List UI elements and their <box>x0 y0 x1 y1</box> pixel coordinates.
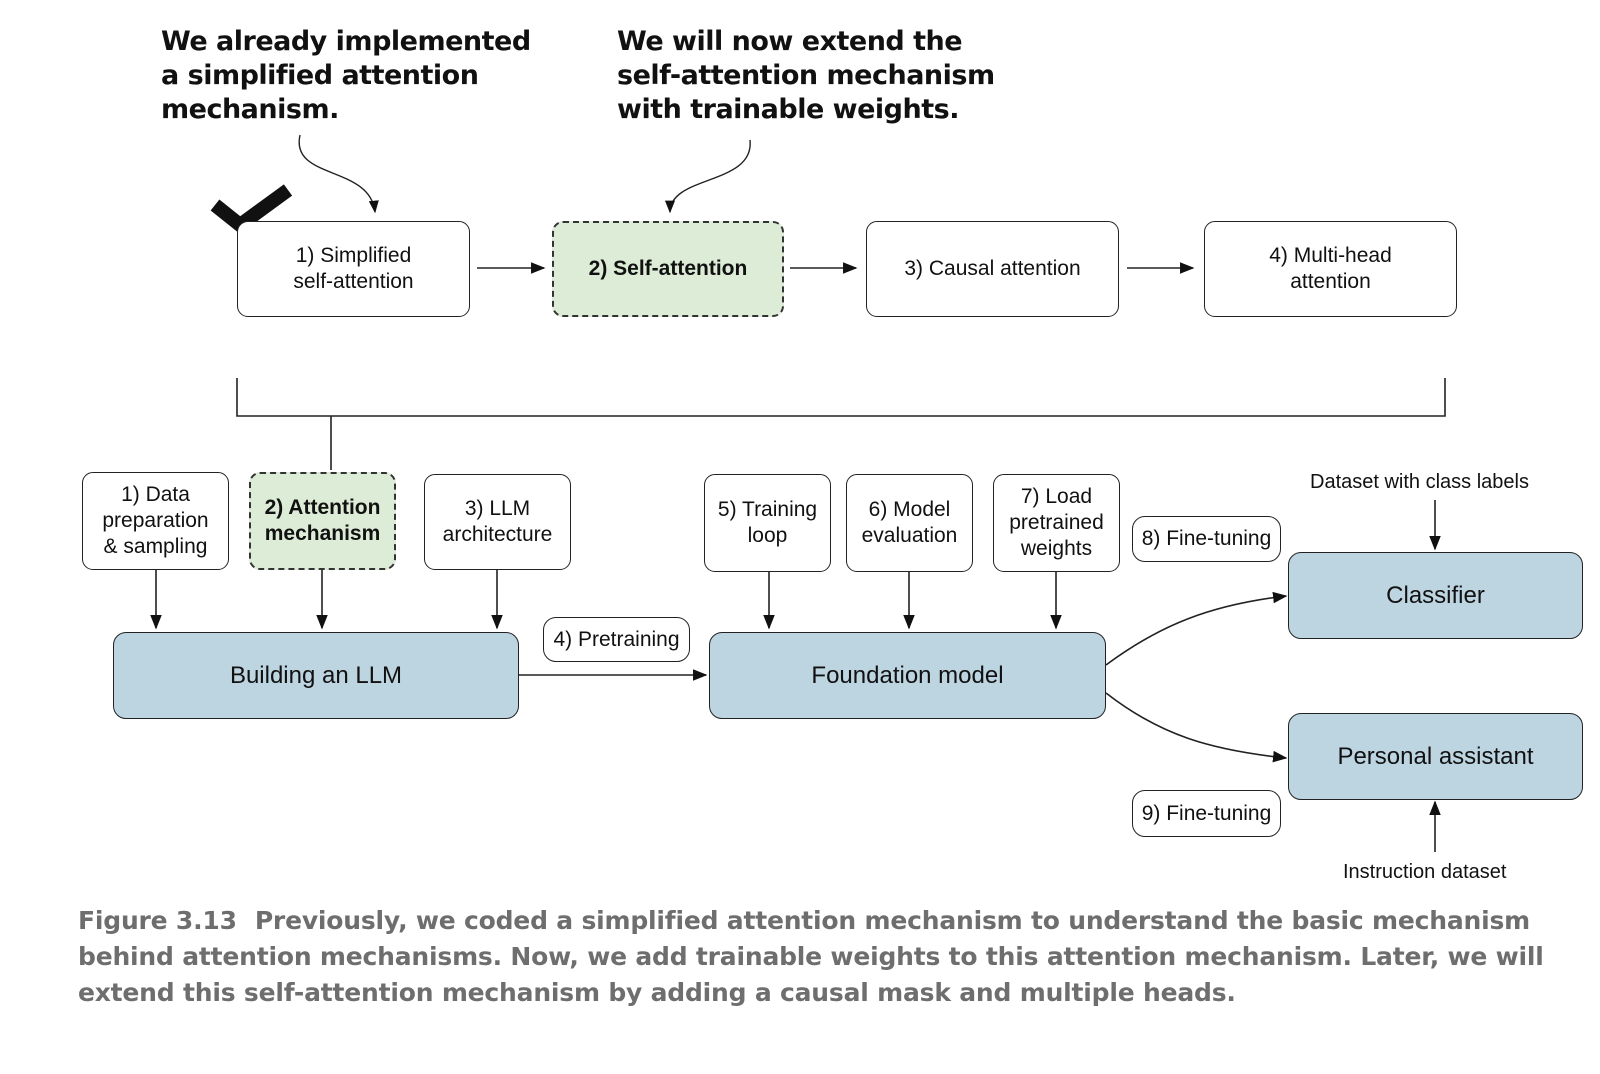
callout-left-arrow <box>298 134 379 214</box>
node-personal-assistant: Personal assistant <box>1288 713 1583 800</box>
input-model-evaluation: 6) Model evaluation <box>846 474 973 572</box>
node-foundation-model: Foundation model <box>709 632 1106 719</box>
node-classifier: Classifier <box>1288 552 1583 639</box>
checkmark-icon <box>210 184 293 234</box>
callout-right-arrow <box>664 139 751 214</box>
figure-caption-text: Previously, we coded a simplified attent… <box>78 906 1544 1007</box>
step-simplified-self-attention: 1) Simplified self-attention <box>237 221 470 317</box>
input-data-preparation: 1) Data preparation & sampling <box>82 472 229 570</box>
step-causal-attention: 3) Causal attention <box>866 221 1119 317</box>
callout-extend: We will now extend the self-attention me… <box>617 26 995 125</box>
callout-implemented: We already implemented a simplified atte… <box>161 26 531 125</box>
input-load-pretrained-weights: 7) Load pretrained weights <box>993 474 1120 572</box>
label-pretraining: 4) Pretraining <box>543 617 690 662</box>
node-building-llm: Building an LLM <box>113 632 519 719</box>
input-attention-mechanism: 2) Attention mechanism <box>249 472 396 570</box>
input-training-loop: 5) Training loop <box>704 474 831 572</box>
label-dataset-class-labels: Dataset with class labels <box>1310 471 1529 493</box>
label-finetuning-8: 8) Fine-tuning <box>1132 516 1281 562</box>
step-multi-head-attention: 4) Multi-head attention <box>1204 221 1457 317</box>
label-finetuning-9: 9) Fine-tuning <box>1132 790 1281 837</box>
bracket <box>236 378 1446 417</box>
input-llm-architecture: 3) LLM architecture <box>424 474 571 570</box>
label-instruction-dataset: Instruction dataset <box>1343 861 1507 883</box>
step-self-attention: 2) Self-attention <box>552 221 784 317</box>
figure-number: Figure 3.13 <box>78 906 237 935</box>
